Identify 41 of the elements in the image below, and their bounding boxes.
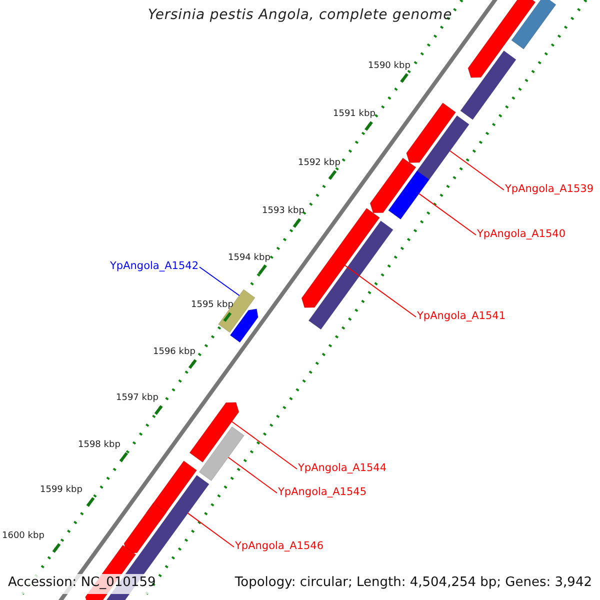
gene-block — [198, 426, 245, 482]
accession-text: Accession: NC_010159 — [8, 576, 156, 590]
gene-block — [511, 0, 556, 50]
gene-block — [189, 402, 240, 463]
tick-label: 1596 kbp — [153, 348, 196, 358]
gene-label: YpAngola_A1544 — [298, 463, 387, 475]
gene-block — [308, 220, 394, 330]
gene-block — [230, 308, 258, 343]
tick-label: 1599 kbp — [40, 486, 82, 496]
tick-label: 1592 kbp — [298, 159, 340, 169]
leader-line — [418, 193, 476, 236]
tick-label: 1598 kbp — [78, 441, 120, 451]
leader-line — [199, 266, 240, 296]
gene-label: YpAngola_A1542 — [110, 261, 199, 273]
gene-label: YpAngola_A1545 — [278, 487, 367, 499]
tick-label: 1597 kbp — [116, 394, 158, 404]
leader-line — [231, 421, 298, 470]
tick-label: 1594 kbp — [228, 254, 270, 264]
gene-label: YpAngola_A1541 — [417, 311, 506, 323]
tick-label: 1600 kbp — [2, 532, 44, 542]
tick-label: 1595 kbp — [191, 301, 234, 311]
gene-block — [370, 158, 416, 214]
gene-label: YpAngola_A1546 — [235, 541, 324, 553]
gene-label: YpAngola_A1540 — [477, 229, 566, 241]
gene-block — [460, 50, 516, 120]
gene-block — [416, 115, 470, 180]
gene-block — [124, 502, 167, 554]
gene-block — [468, 0, 536, 78]
leader-line — [344, 264, 416, 318]
genome-info-text: Topology: circular; Length: 4,504,254 bp; Genes: 3,942 — [234, 576, 592, 590]
tick-label: 1590 kbp — [368, 62, 410, 72]
diagram-title: Yersinia pestis Angola, complete genome — [148, 8, 452, 24]
gene-label: YpAngola_A1539 — [505, 184, 594, 196]
tick-label: 1591 kbp — [333, 110, 376, 120]
leader-line — [228, 456, 278, 494]
gene-block — [406, 102, 456, 163]
gene-block — [218, 289, 256, 333]
leader-line — [187, 512, 234, 548]
tick-label: 1593 kbp — [262, 207, 304, 217]
leader-line — [450, 150, 504, 190]
gene-block — [388, 170, 430, 220]
